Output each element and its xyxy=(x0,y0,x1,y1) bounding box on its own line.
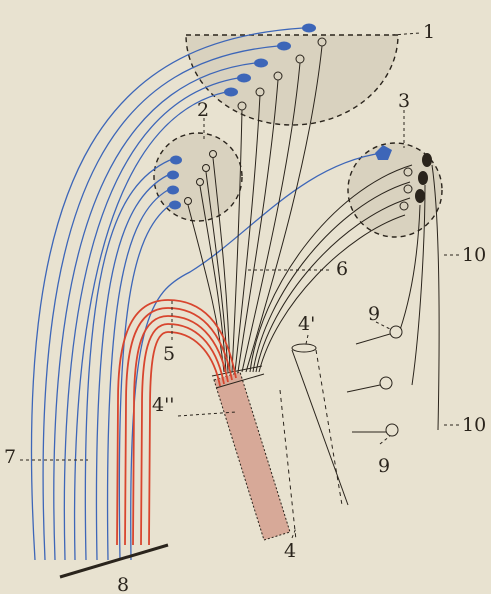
label-3: 3 xyxy=(398,90,410,112)
label-1: 1 xyxy=(423,21,435,43)
label-10-bottom: 10 xyxy=(462,414,486,436)
label-10-top: 10 xyxy=(462,244,486,266)
label-2: 2 xyxy=(197,99,209,121)
black-fiber xyxy=(188,205,224,372)
blue-cell xyxy=(254,59,268,68)
axon-9 xyxy=(356,334,390,344)
label-9-top: 9 xyxy=(368,303,380,325)
red-fiber-bundle xyxy=(117,300,236,545)
dark-cell xyxy=(418,171,428,185)
stippled-tract xyxy=(214,372,290,540)
blue-cell xyxy=(302,24,316,33)
label-7: 7 xyxy=(4,446,16,468)
label-8: 8 xyxy=(117,574,129,594)
black-fiber xyxy=(259,215,405,372)
blue-cell xyxy=(224,88,238,97)
dark-cell xyxy=(415,189,425,203)
blue-cell xyxy=(167,171,179,180)
blue-cell xyxy=(167,186,179,195)
label-9-bottom: 9 xyxy=(378,455,390,477)
cell-9 xyxy=(390,326,402,338)
cell-9 xyxy=(380,377,392,389)
red-fiber xyxy=(117,300,236,545)
tract-4-prime xyxy=(280,344,348,540)
label-4: 4 xyxy=(284,540,296,562)
tract-4-prime-edge xyxy=(292,350,348,505)
cell-9 xyxy=(386,424,398,436)
blue-cell xyxy=(169,201,181,210)
blue-cell xyxy=(170,156,182,165)
blue-cell xyxy=(237,74,251,83)
region-1-nucleus xyxy=(186,35,398,125)
label-5: 5 xyxy=(163,343,175,365)
leader-9b xyxy=(380,436,390,444)
axon-9 xyxy=(347,385,380,392)
label-6: 6 xyxy=(336,258,348,280)
dark-cell xyxy=(422,153,432,167)
red-fiber xyxy=(149,332,220,545)
black-fiber xyxy=(232,110,242,372)
cells-9-group xyxy=(347,326,402,436)
leader-4p xyxy=(306,335,308,344)
tract-4-prime-top xyxy=(292,344,316,352)
base-bar-8 xyxy=(60,545,168,577)
tract-4-double-prime xyxy=(214,372,290,540)
blue-cell xyxy=(277,42,291,51)
label-4-prime: 4' xyxy=(298,313,315,335)
label-4-double-prime: 4'' xyxy=(152,394,175,416)
